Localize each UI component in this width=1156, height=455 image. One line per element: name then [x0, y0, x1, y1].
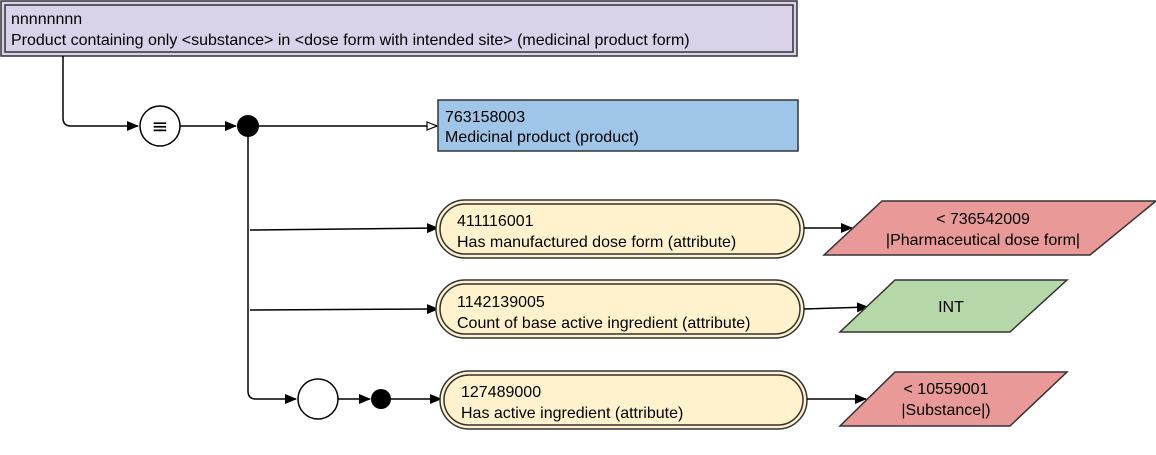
equivalence-operator: ≡ — [139, 105, 181, 147]
conjunction-dot — [237, 115, 259, 137]
defined-concept-box[interactable]: nnnnnnnn Product containing only <substa… — [0, 0, 798, 57]
attribute-3-inner — [443, 374, 804, 426]
parent-concept-label: Medicinal product (product) — [445, 129, 639, 146]
defined-concept-inner — [4, 4, 794, 53]
value-2-shape — [838, 279, 1069, 333]
attribute-2-id: 1142139005 — [457, 294, 545, 311]
attribute-3-label: Has active ingredient (attribute) — [461, 405, 683, 422]
value-box-3[interactable]: < 10559001 |Substance|) — [838, 371, 1069, 427]
value-box-2[interactable]: INT — [838, 279, 1069, 333]
attribute-1-label: Has manufactured dose form (attribute) — [457, 234, 736, 251]
connector-to-attribute-2 — [249, 304, 439, 315]
attribute-box-2[interactable]: 1142139005 Count of base active ingredie… — [435, 279, 805, 339]
group-conjunction-dot — [371, 389, 391, 409]
attribute-1-inner — [439, 203, 801, 255]
attribute-3-id: 127489000 — [461, 384, 541, 401]
connector-to-attribute-1 — [249, 223, 439, 234]
parent-concept-id: 763158003 — [445, 109, 525, 126]
attribute-group-circle — [297, 378, 339, 420]
attribute-1-id: 411116001 — [457, 213, 534, 230]
value-3-line2: |Substance|) — [901, 402, 990, 419]
value-3-line1: < 10559001 — [904, 381, 989, 398]
value-1-shape — [822, 200, 1156, 256]
connector-attribute-2-to-value — [803, 302, 869, 313]
attribute-box-3[interactable]: 127489000 Has active ingredient (attribu… — [439, 370, 808, 430]
connector-definition-to-operator — [62, 56, 139, 131]
value-2-line1: INT — [938, 299, 964, 316]
attribute-trunk — [247, 137, 297, 404]
defined-concept-label: Product containing only <substance> in <… — [11, 32, 690, 49]
attribute-2-label: Count of base active ingredient (attribu… — [457, 315, 751, 332]
defined-concept-id: nnnnnnnn — [11, 11, 82, 28]
equivalence-icon: ≡ — [152, 114, 169, 138]
attribute-box-1[interactable]: 411116001 Has manufactured dose form (at… — [435, 199, 805, 259]
value-1-line1: < 736542009 — [936, 211, 1030, 228]
parent-concept-box[interactable]: 763158003 Medicinal product (product) — [437, 99, 799, 152]
value-3-shape — [838, 371, 1069, 427]
attribute-2-inner — [439, 283, 801, 335]
parent-concept-rect — [437, 99, 799, 152]
value-box-1[interactable]: < 736542009 |Pharmaceutical dose form| — [822, 200, 1156, 256]
value-1-line2: |Pharmaceutical dose form| — [886, 232, 1080, 249]
